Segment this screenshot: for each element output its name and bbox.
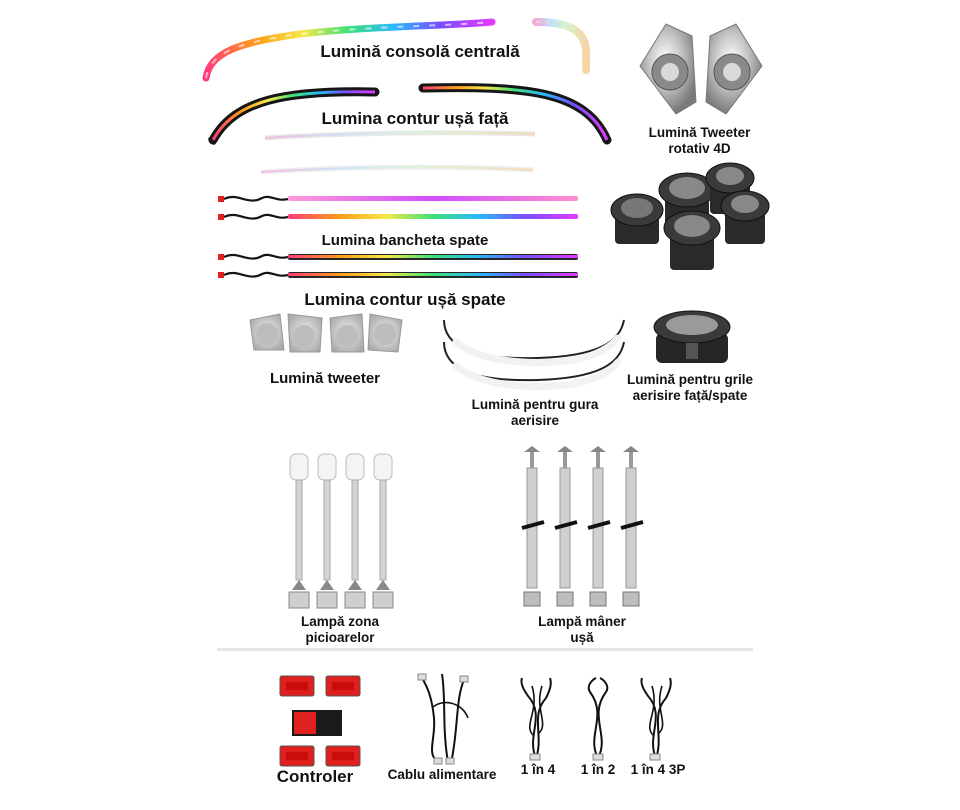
rear-seat-strip-icon: [218, 190, 588, 230]
vent-mouth-light-label: Lumină pentru gura aerisire: [450, 397, 620, 430]
vent-arc-light-icon: [438, 314, 628, 394]
controller-label: Controler: [276, 767, 354, 786]
rotating-tweeter-label-line1: Lumină Tweeter: [648, 125, 751, 140]
rotating-tweeter-label: Lumină Tweeter rotativ 4D: [632, 125, 767, 158]
foot-lamp-label-line1: Lampă zona: [300, 614, 379, 629]
rotating-tweeter-label-line2: rotativ 4D: [668, 141, 731, 157]
foot-lamp-icon: [286, 450, 396, 615]
rotating-tweeter-icon: [636, 16, 766, 116]
vent-mouth-label-line1: Lumină pentru gura: [471, 397, 599, 412]
tweeter-cover-icon: [246, 310, 406, 358]
splitter-4-3p-icon: [636, 676, 676, 761]
tweeter-light-label: Lumină tweeter: [269, 370, 381, 387]
speaker-cluster-icon: [605, 160, 775, 275]
console-light-label: Lumină consolă centrală: [320, 42, 520, 61]
splitter-2-label: 1 în 2: [580, 762, 616, 777]
power-cable-label: Cablu alimentare: [387, 767, 497, 782]
handle-lamp-label-line1: Lampă mâner: [538, 614, 626, 629]
front-door-strip-icon: [205, 80, 615, 190]
front-door-light-label: Lumina contur ușă față: [321, 109, 509, 128]
grille-light-label: Lumină pentru grile aerisire față/spate: [620, 372, 760, 405]
splitter-4-label: 1 în 4: [520, 762, 556, 777]
rear-door-strip-icon: [218, 248, 588, 288]
rear-door-light-label: Lumina contur ușă spate: [304, 290, 506, 309]
power-cable-icon: [412, 668, 478, 768]
handle-lamp-label-line2: ușă: [570, 630, 594, 646]
splitter-4-icon: [516, 676, 556, 761]
splitter-2-icon: [580, 676, 616, 761]
console-strip-icon: [200, 12, 600, 84]
controller-box-icon: [276, 672, 366, 774]
section-divider: [217, 648, 753, 651]
handle-lamp-icon: [518, 444, 648, 614]
foot-lamp-label-line2: picioarelor: [305, 630, 375, 646]
handle-lamp-label: Lampă mâner ușă: [512, 614, 652, 647]
splitter-4-3p-label: 1 în 4 3P: [630, 762, 686, 777]
grille-label-line1: Lumină pentru grile: [626, 372, 753, 387]
foot-lamp-label: Lampă zona picioarelor: [270, 614, 410, 647]
vent-grille-light-icon: [650, 305, 734, 369]
vent-mouth-label-line2: aerisire: [510, 413, 560, 429]
rear-seat-light-label: Lumina bancheta spate: [321, 232, 489, 249]
grille-label-line2: aerisire față/spate: [632, 388, 748, 404]
